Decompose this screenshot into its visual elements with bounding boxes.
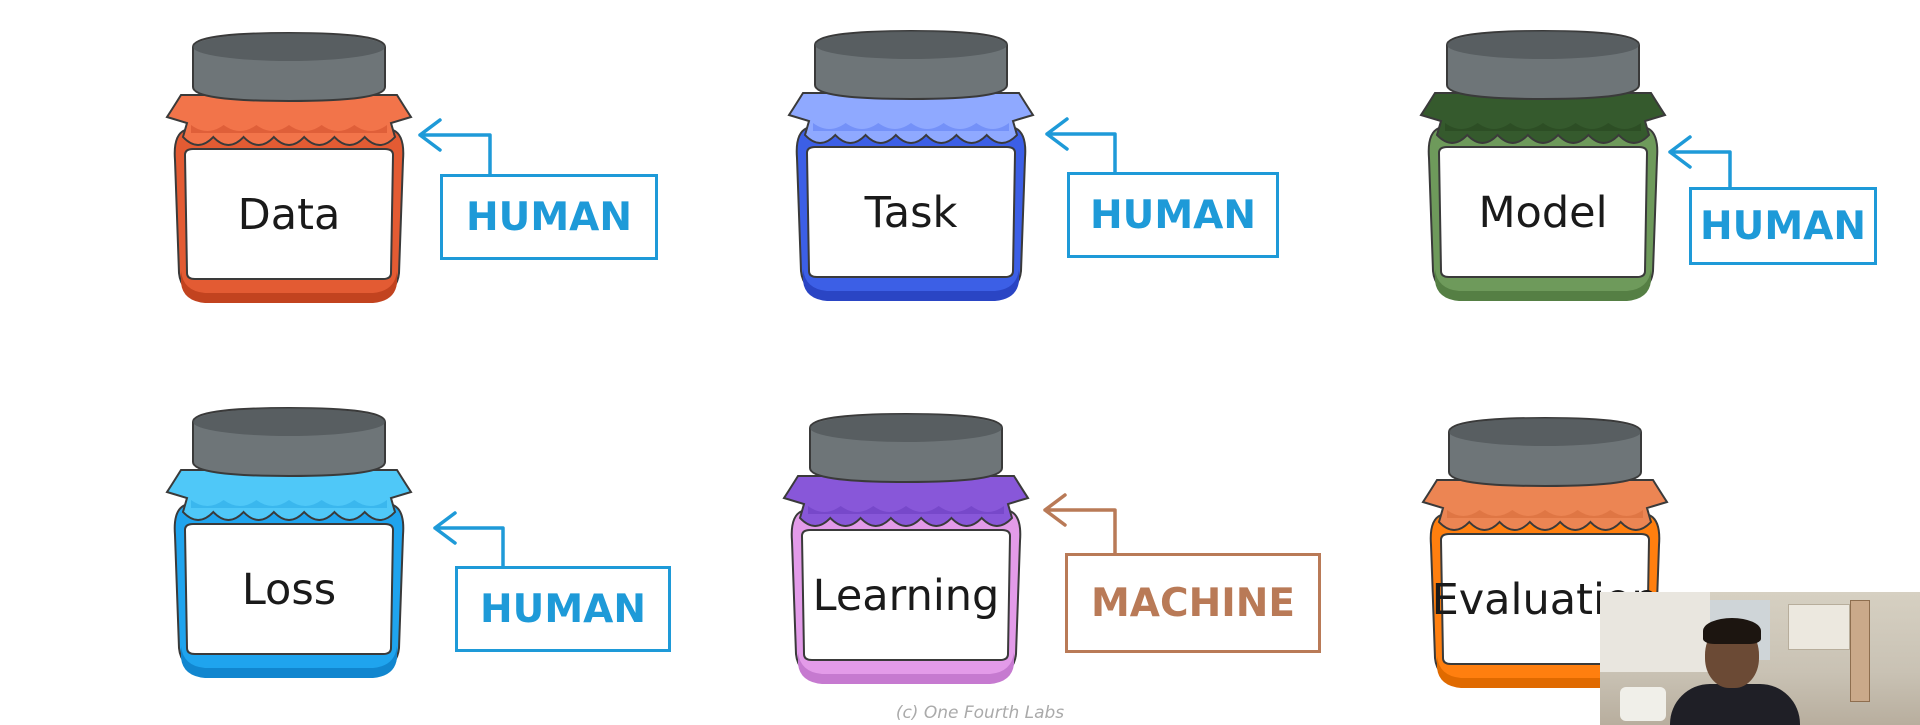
jar-cloth (782, 475, 1030, 527)
jar-model: Model (1417, 23, 1669, 308)
jar-lid-top (810, 414, 1002, 442)
jar-cloth (165, 469, 413, 521)
jar-label-learning: Learning (812, 571, 1000, 621)
webcam-object (1620, 687, 1666, 721)
arrow-model (1668, 135, 1732, 189)
webcam-video[interactable] (1600, 592, 1920, 725)
tag-data-human: HUMAN (440, 174, 658, 260)
arrow-task (1045, 117, 1117, 174)
webcam-person-body (1670, 684, 1800, 725)
jar-lid-top (193, 33, 385, 61)
jar-cloth (1421, 479, 1669, 531)
tag-loss-human: HUMAN (455, 566, 671, 652)
jar-label-panel (183, 523, 395, 655)
jar-cloth (165, 94, 413, 146)
jar-cloth-shade (191, 125, 387, 133)
jar-base-shade (181, 271, 397, 303)
jar-label-model: Model (1478, 188, 1608, 238)
copyright-footer: (c) One Fourth Labs (895, 703, 1065, 723)
jar-base-shade (181, 646, 397, 678)
arrow-data (418, 118, 492, 176)
jar-lid-top (193, 408, 385, 436)
jar-lid-top (815, 31, 1007, 59)
jar-cloth-shade (813, 123, 1009, 131)
jar-base-shade (1435, 269, 1651, 301)
webcam-calendar (1788, 604, 1850, 650)
jar-cloth-shade (191, 500, 387, 508)
jar-graphic (787, 29, 1035, 301)
jar-cloth-shade (1445, 123, 1641, 131)
jar-label-panel (800, 529, 1012, 661)
jar-graphic (165, 31, 413, 303)
webcam-wall (1600, 592, 1710, 672)
jar-loss: Loss (163, 400, 415, 685)
jar-task: Task (785, 23, 1037, 308)
jar-label-panel (805, 146, 1017, 278)
jar-label-panel (1437, 146, 1649, 278)
jar-lid-top (1447, 31, 1639, 59)
webcam-person-hair (1703, 618, 1761, 644)
jar-learning: Learning (780, 406, 1032, 691)
jar-cloth (1419, 92, 1667, 144)
jar-base-shade (1437, 656, 1653, 688)
jar-data: Data (163, 25, 415, 310)
jar-graphic (1419, 29, 1667, 301)
jar-label-task: Task (864, 188, 958, 238)
jar-label-panel (183, 148, 395, 280)
jar-label-loss: Loss (241, 565, 337, 615)
jar-cloth (787, 92, 1035, 144)
jar-graphic (782, 412, 1030, 684)
tag-model-human: HUMAN (1689, 187, 1877, 265)
tag-task-human: HUMAN (1067, 172, 1279, 258)
jar-base-shade (798, 652, 1014, 684)
arrow-loss (433, 511, 505, 568)
tag-learning-machine: MACHINE (1065, 553, 1321, 653)
jar-base-shade (803, 269, 1019, 301)
webcam-wall-scroll (1850, 600, 1870, 702)
jar-lid-top (1449, 418, 1641, 446)
jar-cloth-shade (808, 506, 1004, 514)
jar-cloth-shade (1447, 510, 1643, 518)
jar-graphic (165, 406, 413, 678)
arrow-learning (1043, 493, 1117, 555)
jar-label-data: Data (237, 190, 341, 240)
